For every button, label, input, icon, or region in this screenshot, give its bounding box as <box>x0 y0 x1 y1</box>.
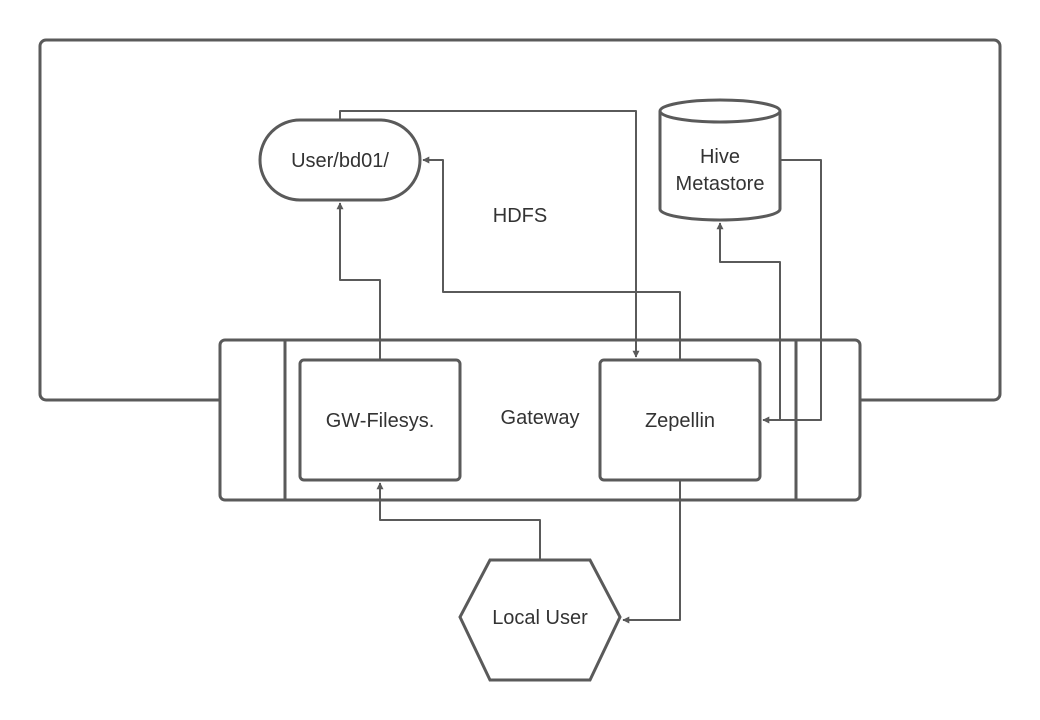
edge-hive-to-zepellin <box>762 159 822 424</box>
edge-gwfilesys-to-userdir <box>336 202 381 360</box>
hive-metastore-node[interactable] <box>658 98 782 222</box>
edge-zepellin-to-userdir <box>422 156 681 360</box>
edge-localuser-to-gwfilesys <box>376 482 541 560</box>
edge-zepellin-to-localuser <box>622 480 681 624</box>
edge-userdir-to-zepellin <box>339 110 640 358</box>
local-user-node[interactable] <box>458 558 622 682</box>
zepellin-label: Zepellin <box>645 410 715 432</box>
gw-filesys-label: GW-Filesys. <box>326 410 435 432</box>
hive-label-line2: Metastore <box>676 173 765 195</box>
user-dir-label: User/bd01/ <box>291 150 389 172</box>
hive-label-line1: Hive <box>700 146 740 168</box>
local-user-label: Local User <box>492 607 588 629</box>
edge-zepellin-to-hive <box>716 222 781 420</box>
gateway-label: Gateway <box>501 407 580 429</box>
hdfs-label: HDFS <box>493 205 547 227</box>
